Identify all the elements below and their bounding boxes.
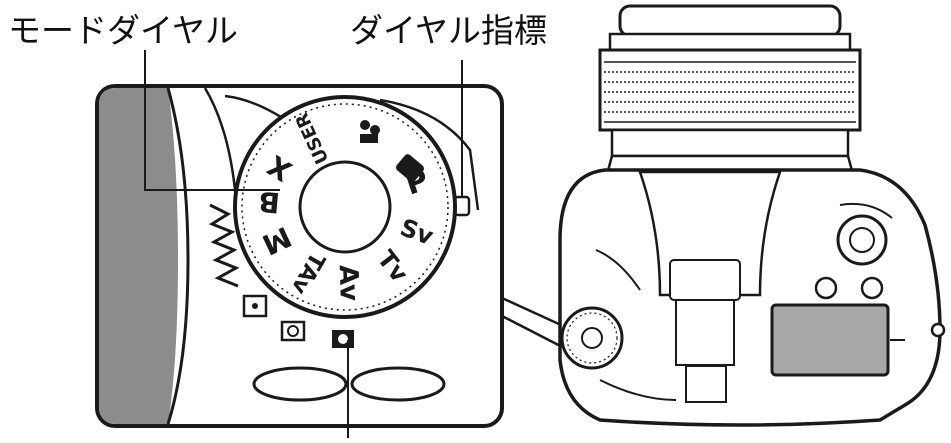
- bottom-button-right: [350, 366, 446, 402]
- strap-lug: [930, 322, 946, 338]
- body-mode-dial-center: [581, 327, 603, 349]
- power-switch: [839, 202, 893, 219]
- auto-mode-icon: [396, 154, 424, 182]
- hot-shoe: [669, 259, 741, 301]
- dial-index-label: ダイヤル指標: [350, 11, 548, 50]
- mode-dial-label: モードダイヤル: [8, 11, 239, 50]
- camera-grip-panel: [99, 88, 178, 424]
- dial-position-av: Av: [333, 264, 364, 301]
- scene-mode-icon: [360, 120, 380, 143]
- body-contour: [595, 249, 641, 291]
- camera-top-view: [558, 4, 946, 427]
- body-contour: [203, 87, 238, 201]
- body-mode-dial-knurl: [566, 312, 618, 364]
- spot-dot: [252, 303, 258, 309]
- serrated-wheel: [208, 203, 240, 288]
- lens-cap-ring: [618, 4, 842, 38]
- top-lcd-panel: [770, 303, 890, 377]
- mode-dial-knurl: [241, 103, 449, 311]
- bottom-button-left: [252, 366, 348, 402]
- eyecup: [685, 365, 727, 403]
- multi-ring: [338, 334, 348, 344]
- lens-grip-texture: [604, 61, 856, 123]
- iso-button: [860, 276, 884, 300]
- exposure-comp-button: [814, 276, 838, 300]
- mode-dial-center: [298, 160, 392, 254]
- shutter-button-top: [849, 227, 875, 253]
- dial-index-marker: [453, 195, 471, 217]
- grip-edge: [166, 87, 190, 425]
- mode-dial-leader: [144, 50, 280, 191]
- body-contour: [379, 98, 480, 211]
- lens-ring-1: [608, 32, 852, 52]
- lens-mount-ring: [610, 128, 850, 158]
- body-contour: [599, 379, 677, 401]
- center-ring: [287, 325, 299, 337]
- center-weighted-metering-icon: [280, 320, 306, 342]
